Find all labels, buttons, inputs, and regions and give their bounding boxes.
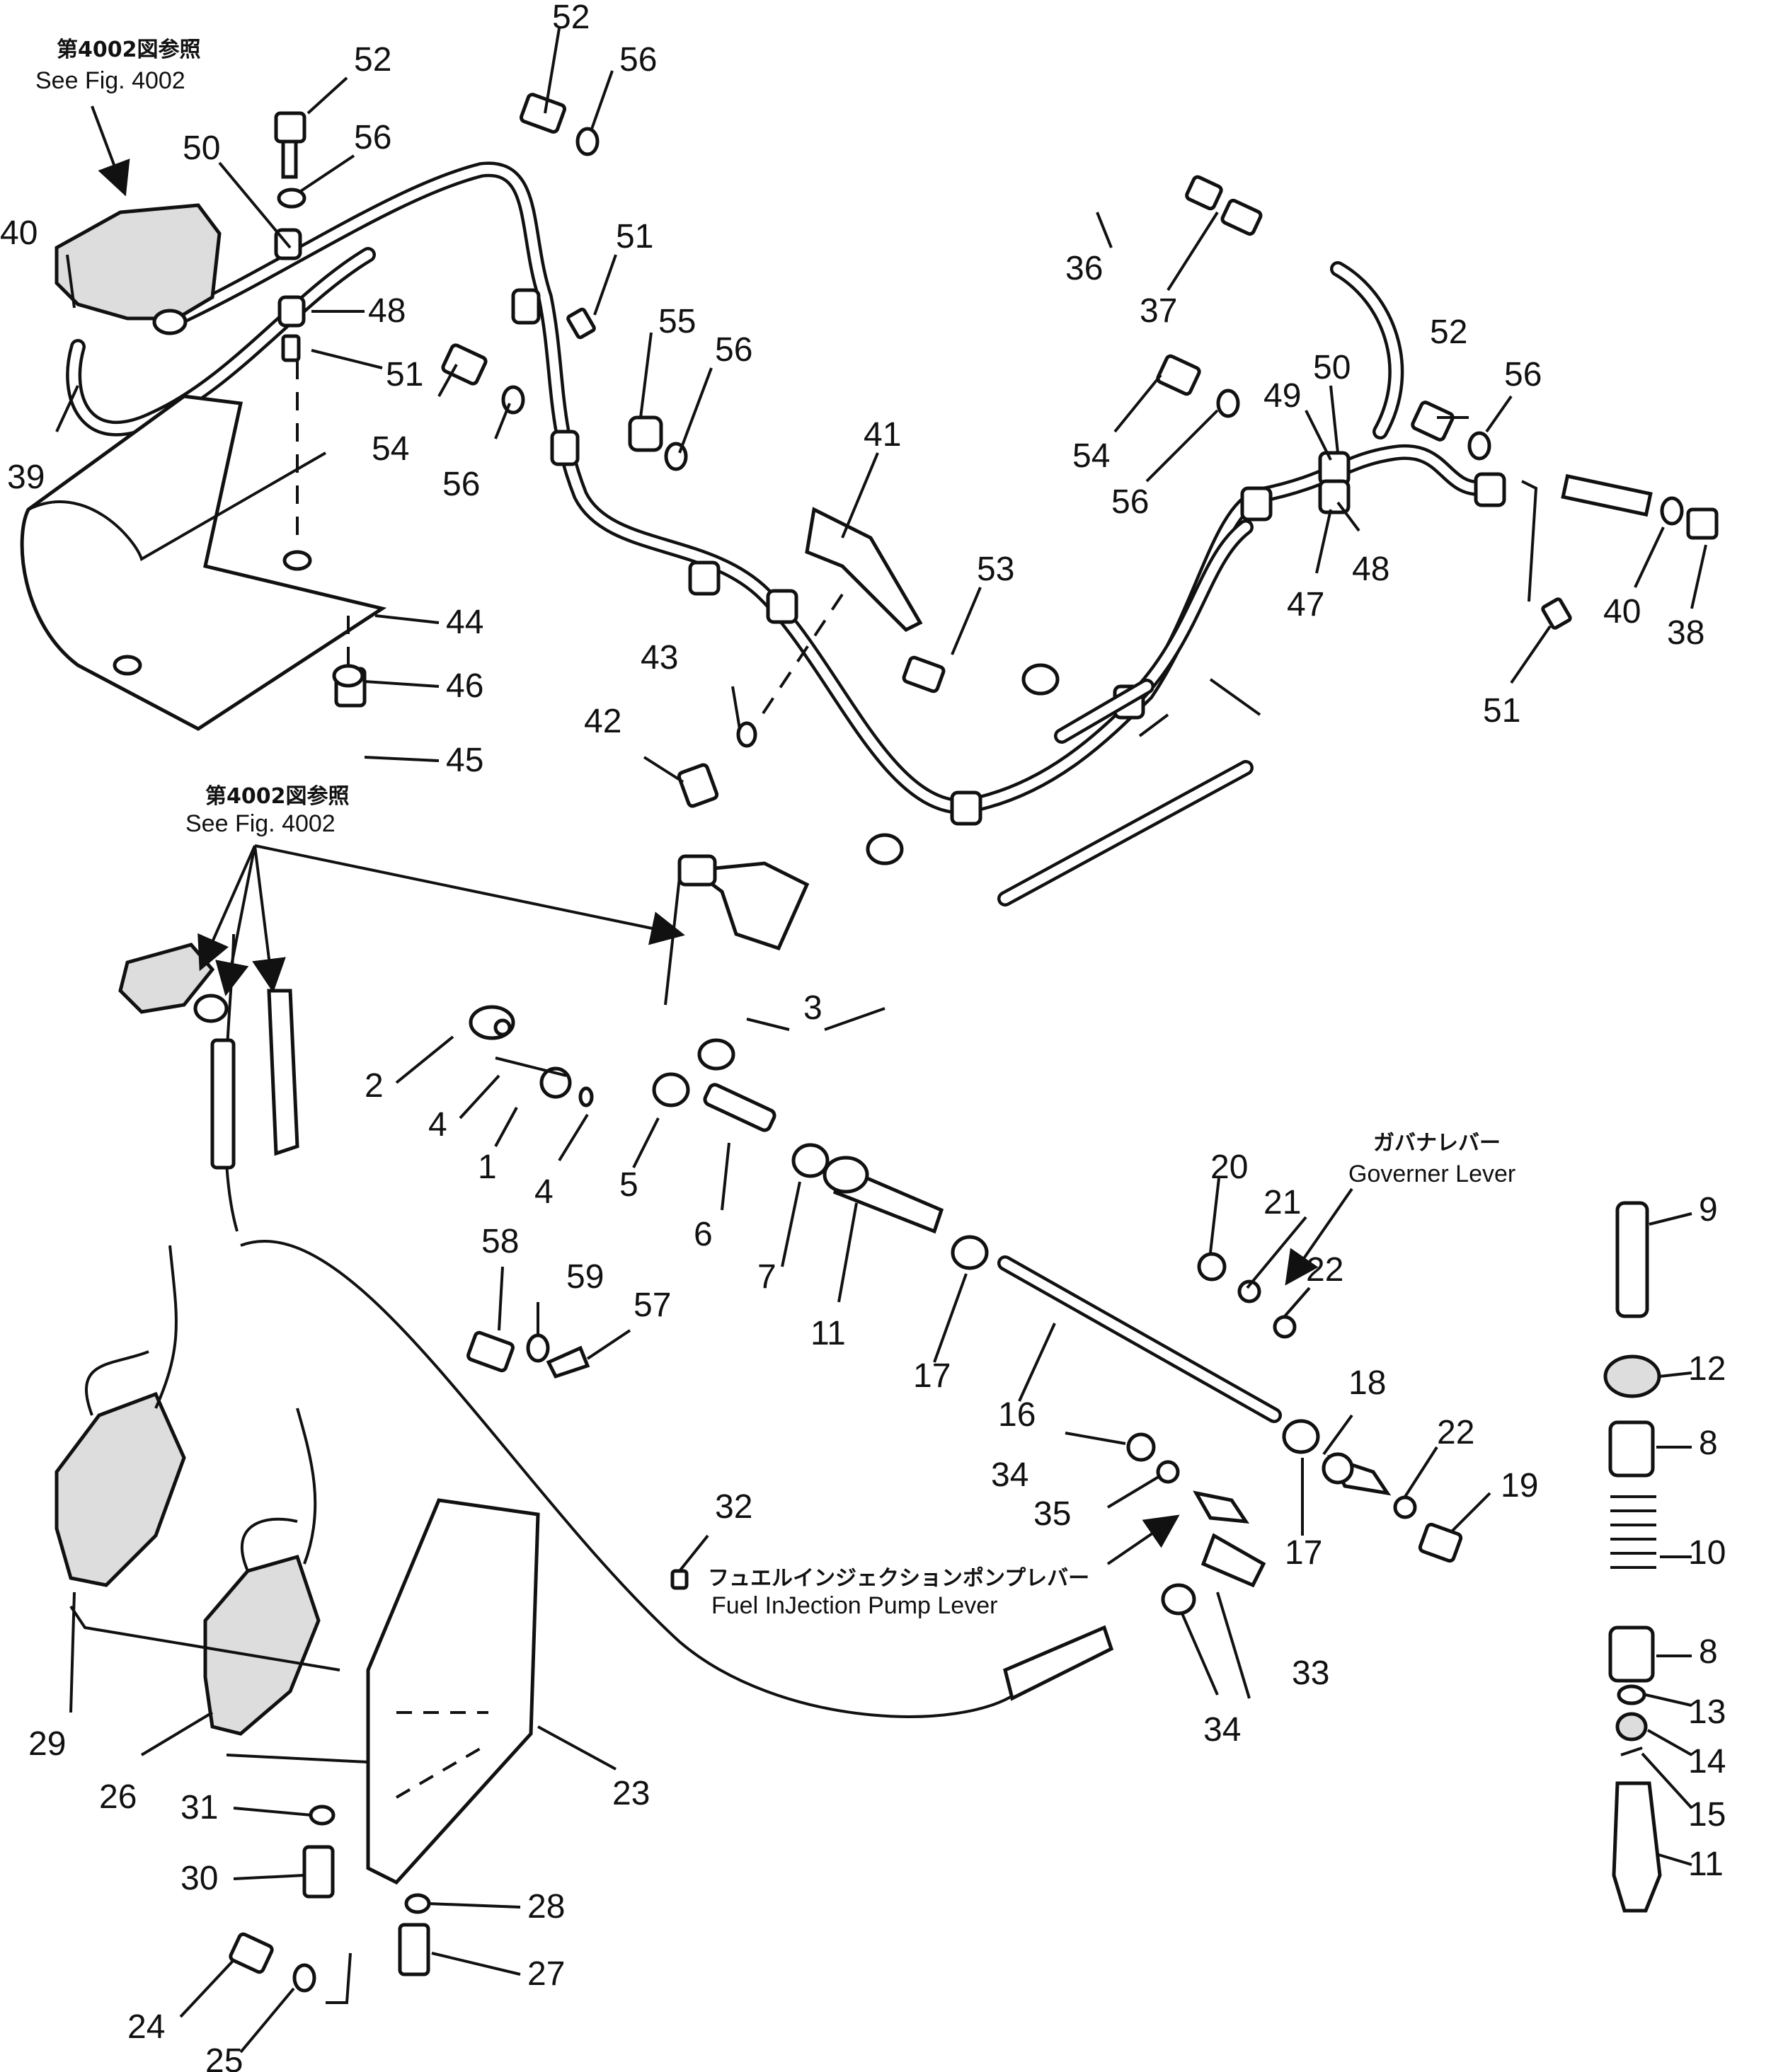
callout-50: 50	[183, 130, 220, 167]
callout-15: 15	[1688, 1796, 1726, 1834]
callout-8: 8	[1699, 1424, 1718, 1462]
callout-34: 34	[1203, 1711, 1241, 1749]
callout-50: 50	[1313, 349, 1351, 386]
callout-10: 10	[1688, 1534, 1726, 1572]
callout-46: 46	[446, 667, 483, 705]
callout-56: 56	[715, 331, 752, 369]
callout-14: 14	[1688, 1743, 1726, 1780]
callout-56: 56	[1504, 356, 1542, 393]
callout-54: 54	[372, 430, 409, 468]
callout-22: 22	[1306, 1251, 1343, 1289]
callout-20: 20	[1210, 1149, 1248, 1186]
governor-note-en: Governer Lever	[1348, 1161, 1515, 1187]
callout-4: 4	[428, 1106, 447, 1144]
callout-3: 3	[803, 989, 823, 1027]
callout-57: 57	[634, 1287, 671, 1324]
lower-linkage-assembly	[55, 854, 1662, 2004]
callout-40: 40	[1603, 593, 1641, 631]
callout-51: 51	[1483, 692, 1520, 730]
callout-9: 9	[1699, 1191, 1718, 1228]
callout-53: 53	[977, 551, 1014, 588]
callout-7: 7	[757, 1258, 776, 1296]
governor-note-jp: ガバナレバー	[1373, 1131, 1501, 1156]
see-fig-note-en-mid: See Fig. 4002	[185, 810, 336, 837]
callout-27: 27	[527, 1955, 565, 1993]
callout-17: 17	[1285, 1534, 1322, 1572]
see-fig-note-en-top: See Fig. 4002	[35, 67, 185, 94]
callout-18: 18	[1348, 1364, 1386, 1402]
callout-17: 17	[913, 1357, 951, 1395]
reference-notes: 第4002図参照 See Fig. 4002 第4002図参照 See Fig.…	[35, 38, 1515, 1619]
callout-48: 48	[368, 292, 406, 330]
callout-4: 4	[534, 1173, 554, 1211]
callout-13: 13	[1688, 1693, 1726, 1731]
callout-49: 49	[1263, 377, 1301, 415]
mounting-bracket	[366, 1498, 540, 1885]
callout-23: 23	[612, 1775, 650, 1812]
callout-2: 2	[365, 1067, 384, 1105]
callout-30: 30	[180, 1860, 218, 1897]
callout-48: 48	[1352, 551, 1389, 588]
cover-plate	[20, 394, 387, 731]
callout-19: 19	[1501, 1467, 1538, 1504]
callout-43: 43	[641, 639, 678, 677]
valve-block	[55, 203, 222, 321]
callout-51: 51	[616, 218, 653, 255]
callout-56: 56	[442, 466, 480, 503]
callout-40: 40	[0, 214, 38, 252]
callout-52: 52	[354, 41, 391, 79]
callout-22: 22	[1437, 1414, 1474, 1451]
callout-29: 29	[28, 1725, 66, 1763]
callout-26: 26	[99, 1778, 137, 1816]
callout-45: 45	[446, 742, 483, 779]
callout-39: 39	[7, 459, 45, 496]
callout-56: 56	[354, 119, 391, 156]
callout-44: 44	[446, 604, 483, 641]
callout-11: 11	[810, 1315, 846, 1352]
pump-lever-note-jp: フュエルインジェクションポンプレバー	[708, 1566, 1089, 1591]
upper-hose-assembly	[20, 93, 1719, 906]
callout-56: 56	[619, 41, 657, 79]
callout-33: 33	[1292, 1654, 1329, 1692]
callout-5: 5	[619, 1166, 638, 1204]
callout-55: 55	[658, 303, 696, 340]
callout-11: 11	[1688, 1846, 1724, 1883]
callout-58: 58	[481, 1223, 519, 1260]
callout-21: 21	[1263, 1184, 1301, 1221]
callout-1: 1	[478, 1149, 497, 1186]
callout-37: 37	[1140, 292, 1177, 330]
solenoid	[55, 1391, 186, 1587]
callout-38: 38	[1667, 614, 1704, 652]
solenoid-2	[203, 1554, 321, 1736]
callout-6: 6	[694, 1216, 713, 1253]
callout-25: 25	[205, 2042, 243, 2072]
callout-59: 59	[566, 1258, 604, 1296]
see-fig-note-jp-top: 第4002図参照	[57, 38, 201, 62]
callout-42: 42	[584, 703, 621, 740]
callout-12: 12	[1688, 1350, 1726, 1388]
callout-52: 52	[1430, 313, 1467, 351]
callout-8: 8	[1699, 1633, 1718, 1671]
callout-35: 35	[1033, 1495, 1071, 1533]
callout-16: 16	[998, 1396, 1036, 1434]
pump-lever-note-en: Fuel InJection Pump Lever	[711, 1592, 997, 1619]
see-fig-note-jp-mid: 第4002図参照	[205, 784, 350, 809]
callout-numbers: 52 56 52 56 50 40 48 51 39 51 54 56 55 5…	[0, 0, 1726, 2072]
callout-31: 31	[180, 1789, 218, 1826]
callout-36: 36	[1065, 250, 1103, 287]
leader-lines	[55, 28, 1707, 2054]
callout-52: 52	[552, 0, 590, 36]
callout-47: 47	[1287, 586, 1324, 623]
callout-54: 54	[1072, 437, 1110, 475]
callout-41: 41	[864, 416, 901, 454]
callout-28: 28	[527, 1888, 565, 1926]
callout-24: 24	[127, 2008, 165, 2046]
callout-32: 32	[715, 1488, 752, 1526]
spring-rod	[1615, 1201, 1649, 1318]
bracket	[805, 507, 923, 633]
callout-56: 56	[1111, 483, 1149, 521]
callout-51: 51	[386, 356, 423, 393]
callout-34: 34	[991, 1456, 1028, 1494]
